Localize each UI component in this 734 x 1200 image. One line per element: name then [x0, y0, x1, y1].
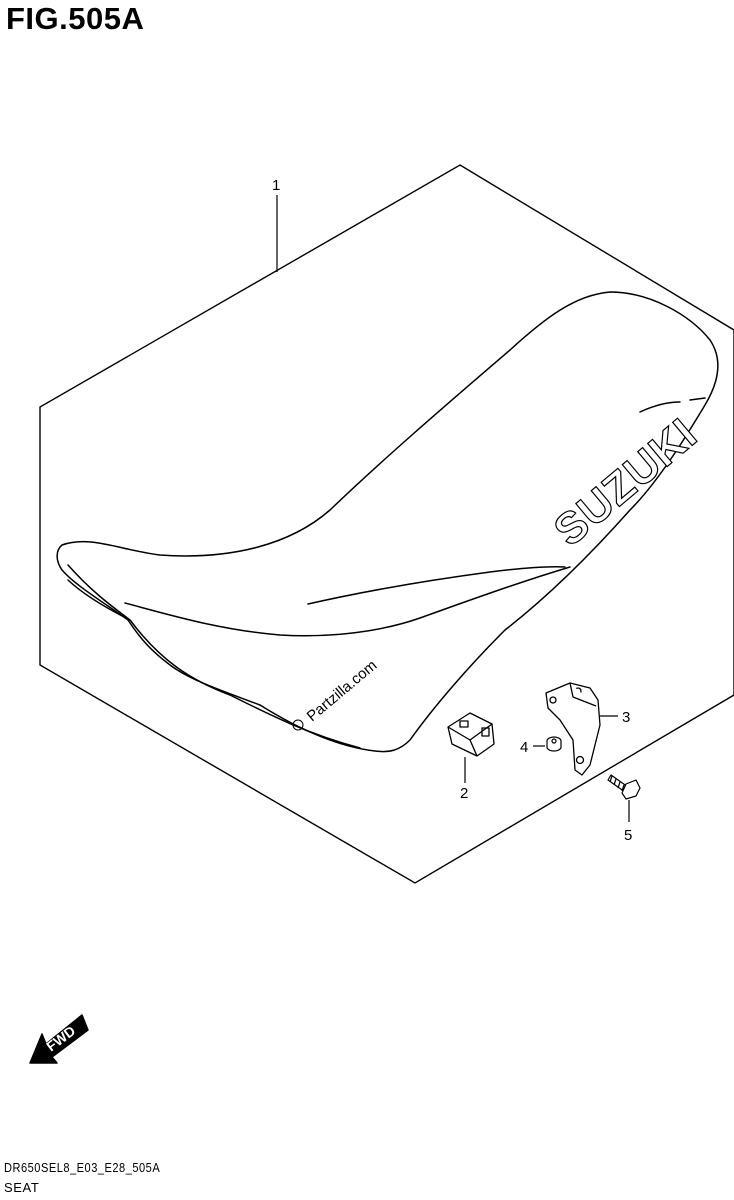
callout-5[interactable]: 5 [624, 827, 632, 844]
watermark-text: Partzilla.com [304, 657, 381, 725]
seat-brand-logo: SUZUKI [545, 409, 707, 556]
callout-2[interactable]: 2 [460, 785, 468, 802]
bracket-part[interactable] [545, 682, 601, 776]
assembly-boundary [39, 164, 734, 884]
seat-part[interactable] [56, 291, 719, 753]
watermark-group: Partzilla.com [292, 657, 381, 731]
figure-code: DR650SEL8_E03_E28_505A [4, 1160, 161, 1175]
figure-name: SEAT [4, 1180, 40, 1195]
callout-1[interactable]: 1 [272, 177, 280, 194]
nut-part[interactable] [546, 736, 562, 752]
bolt-part[interactable] [607, 774, 641, 800]
cushion-part[interactable] [447, 712, 495, 757]
callout-3[interactable]: 3 [622, 709, 630, 726]
watermark-registered-icon [292, 719, 304, 731]
fwd-arrow: FWD [29, 1014, 89, 1064]
callout-4[interactable]: 4 [520, 739, 528, 756]
figure-title: FIG.505A [6, 1, 145, 36]
